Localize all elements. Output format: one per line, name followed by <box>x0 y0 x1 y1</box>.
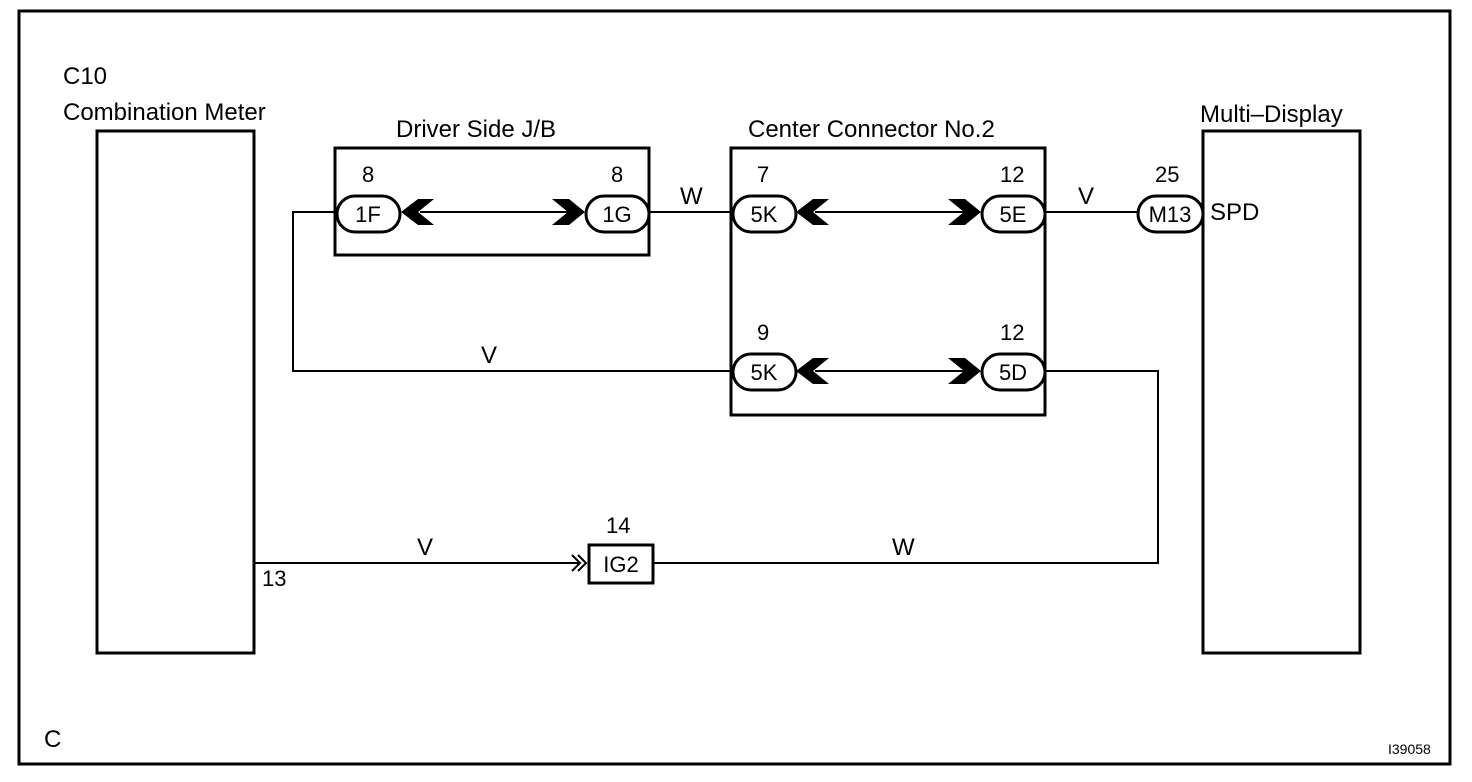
connector-1f-shape <box>335 194 402 234</box>
connector-ig2: 14 IG2 <box>587 513 655 585</box>
connector-5e: 12 5E <box>980 162 1047 234</box>
terminal-spd-label: SPD <box>1210 199 1259 226</box>
connector-5d: 12 5D <box>980 320 1047 392</box>
diagram-frame <box>17 9 1452 766</box>
jb-left-chevron <box>401 199 434 225</box>
jb-right-chevron <box>552 199 585 225</box>
multi-display: Multi–Display 25 M13 SPD <box>1136 101 1362 655</box>
connector-ig2-pin: 14 <box>606 513 630 538</box>
wire-meter-to-cc <box>292 211 733 372</box>
connector-5k-bottom-label: 5K <box>751 360 778 385</box>
driver-jb-label: Driver Side J/B <box>396 116 556 143</box>
meter-pin-13: 13 <box>262 566 286 591</box>
combination-meter-label: Combination Meter <box>63 99 266 126</box>
connector-1g-label: 1G <box>602 202 631 227</box>
connector-1g-pin: 8 <box>611 162 623 187</box>
combination-meter: C10 Combination Meter 13 <box>63 63 286 655</box>
connector-5k-bottom: 9 5K <box>731 320 798 392</box>
connector-ig2-label: IG2 <box>603 552 638 577</box>
connector-5d-label: 5D <box>999 360 1027 385</box>
multi-display-box <box>1201 129 1362 655</box>
ig2-arrow-icon <box>571 554 588 572</box>
multi-display-label: Multi–Display <box>1200 101 1343 128</box>
connector-5e-pin: 12 <box>1000 162 1024 187</box>
combination-meter-box <box>95 129 256 655</box>
connector-m13: 25 M13 <box>1136 162 1205 234</box>
wire-meter-to-ig2-color: V <box>417 534 433 561</box>
center-connector-box <box>729 146 1047 417</box>
connector-5k-top-label: 5K <box>751 202 778 227</box>
wire-cc-to-md-color: V <box>1078 183 1094 210</box>
corner-letter: C <box>44 726 61 753</box>
wire-jb-to-cc-color: W <box>680 183 703 210</box>
connector-1f: 8 1F <box>335 162 402 234</box>
connector-5e-shape <box>980 194 1047 234</box>
connector-m13-label: M13 <box>1149 202 1192 227</box>
wire-ig2-to-cc <box>653 370 1159 564</box>
connector-5e-label: 5E <box>1000 202 1027 227</box>
center-connector-label: Center Connector No.2 <box>748 116 995 143</box>
cc-bottom-right-chevron <box>948 358 981 384</box>
center-connector: Center Connector No.2 7 5K 12 5E 9 5K 12 <box>729 116 1047 417</box>
connector-m13-shape <box>1136 194 1205 234</box>
figure-id: I39058 <box>1388 741 1431 757</box>
driver-side-jb: Driver Side J/B 8 1F 8 1G <box>333 116 651 257</box>
wire-ig2-to-cc-color: W <box>892 534 915 561</box>
connector-1g: 8 1G <box>584 162 651 234</box>
connector-1g-shape <box>584 194 651 234</box>
connector-5d-pin: 12 <box>1000 320 1024 345</box>
cc-bottom-left-chevron <box>796 358 829 384</box>
cc-top-right-chevron <box>948 199 981 225</box>
cc-top-left-chevron <box>796 199 829 225</box>
connector-m13-pin: 25 <box>1155 162 1179 187</box>
connector-5k-top: 7 5K <box>731 162 798 234</box>
connector-1f-label: 1F <box>355 202 381 227</box>
combination-meter-code: C10 <box>63 63 107 90</box>
driver-jb-box <box>333 146 651 257</box>
connector-5k-top-pin: 7 <box>757 162 769 187</box>
connector-5k-bottom-pin: 9 <box>757 320 769 345</box>
connector-1f-pin: 8 <box>362 162 374 187</box>
connector-5k-top-shape <box>731 194 798 234</box>
wire-meter-to-cc-color: V <box>481 342 497 369</box>
